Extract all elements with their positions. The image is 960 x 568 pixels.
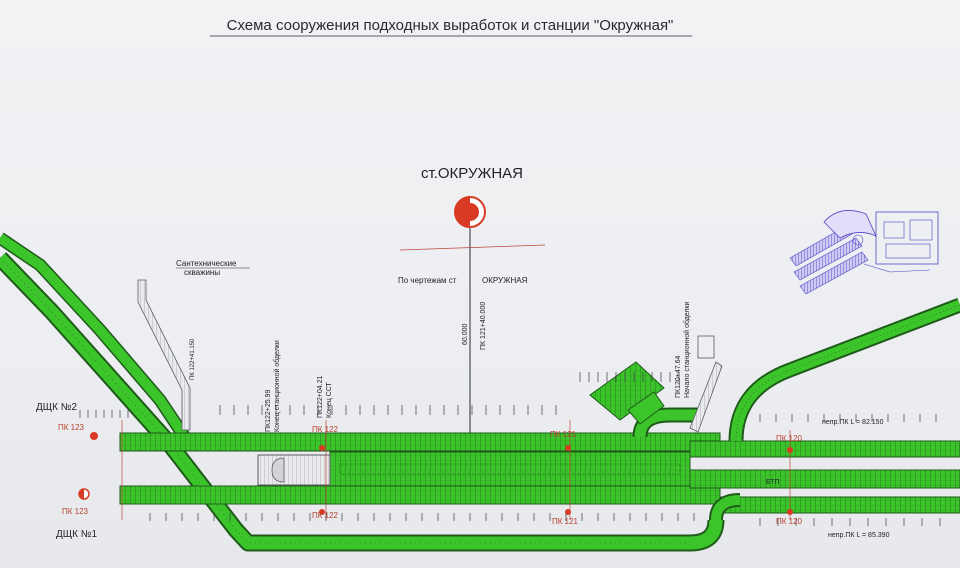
nepr-bottom-label: непр.ПК L = 85.390	[828, 532, 890, 539]
pk120-47-desc: Начало станционной обделки	[683, 302, 691, 398]
dshk1-label: ДЩК №1	[56, 529, 97, 540]
station-vert-a: 60.000	[462, 323, 469, 345]
crossing-tunnel	[0, 233, 195, 448]
picket-pk122-bottom: ПК 122	[312, 511, 339, 520]
station-end-vault	[271, 457, 285, 483]
right-track-middle	[689, 469, 960, 489]
picket-marker-icons	[78, 432, 793, 515]
vestibule-connector	[627, 391, 665, 425]
pk122-04-label: ПК122+04.21	[317, 376, 324, 419]
picket-pk120-bottom: ПК 120	[776, 517, 803, 526]
dshk2-label: ДЩК №2	[36, 402, 77, 413]
main-tunnel-lower	[119, 485, 721, 505]
shaft-label: ПК 122+41.150	[190, 338, 196, 380]
wells-label-2: скважины	[184, 268, 220, 277]
sanitary-shaft	[137, 279, 191, 431]
pk122-25-desc: Конец станционной обделки	[273, 340, 281, 432]
picket-pk121-bottom: ПК 121	[552, 517, 579, 526]
lower-curve	[711, 495, 741, 521]
picket-pk123-bottom: ПК 123	[62, 507, 89, 516]
picket-pk120-top: ПК 120	[776, 434, 803, 443]
station-axis-cross	[399, 244, 546, 251]
station-ref-right: ОКРУЖНАЯ	[482, 276, 528, 285]
picket-pk122-top: ПК 122	[312, 425, 339, 434]
picket-pk123-top: ПК 123	[58, 423, 85, 432]
vestibule-block	[589, 361, 665, 421]
station-hall	[329, 451, 691, 487]
station-ref-left: По чертежам ст	[398, 276, 457, 285]
nepr-top-label: непр.ПК L = 82.150	[822, 419, 884, 426]
escalator-incline-right	[689, 361, 723, 433]
station-plan-inset	[789, 210, 939, 295]
platform-outline	[339, 463, 681, 475]
pk122-25-label: ПК122+25.99	[265, 390, 272, 433]
pk120-47-label: ПК120+47.64	[675, 356, 682, 399]
wells-label-1: Сантехнические	[176, 259, 237, 268]
station-name: ст.ОКРУЖНАЯ	[421, 165, 523, 182]
tick-row	[79, 372, 941, 526]
picket-pk121-top: ПК 121	[550, 430, 577, 439]
btp-label: БТП	[766, 479, 780, 486]
right-track-lower	[719, 496, 960, 514]
pk122-04-desc: Конец ССТ	[326, 381, 333, 418]
right-track-upper	[689, 440, 960, 458]
station-vert-b: ПК 121+40.000	[480, 302, 487, 350]
branch-curve-rings	[735, 304, 960, 442]
station-symbol-icon	[454, 196, 486, 228]
escalator-head-right	[697, 335, 715, 359]
station-end-chamber	[257, 454, 331, 486]
main-tunnel-upper	[119, 432, 721, 452]
sheet-title: Схема сооружения подходных выработок и с…	[227, 17, 674, 34]
